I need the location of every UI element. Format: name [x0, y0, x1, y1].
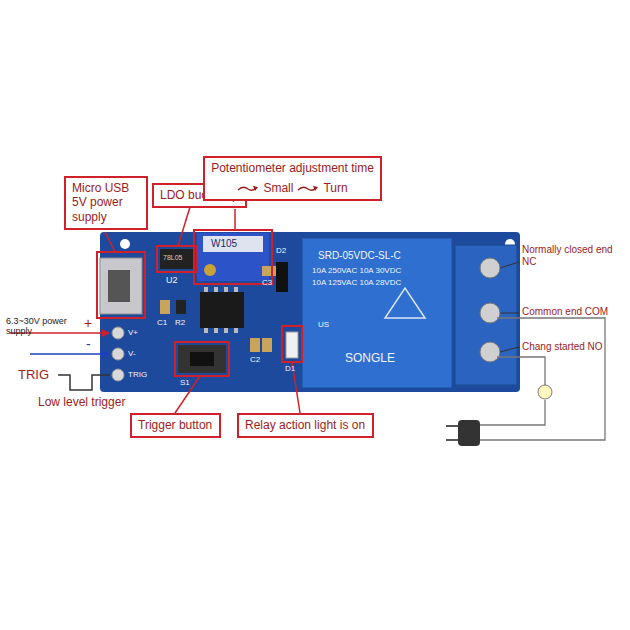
label-text: - — [86, 336, 91, 352]
potentiometer — [197, 233, 269, 281]
pin — [112, 327, 124, 339]
callout-text: Relay action light is on — [245, 418, 366, 432]
label-text: US — [318, 320, 329, 329]
relay-mark — [385, 288, 425, 318]
label-text: Low level trigger — [38, 396, 125, 410]
callout-box: Relay action light is on — [237, 413, 374, 438]
button-cap — [190, 352, 214, 366]
relay — [302, 238, 452, 388]
turn-arrow — [237, 184, 259, 194]
resistor — [176, 300, 186, 314]
pin — [112, 348, 124, 360]
ldo-chip — [160, 249, 194, 269]
trigger-wave — [58, 375, 110, 390]
label-text: R2 — [175, 318, 185, 327]
screw — [480, 258, 500, 278]
label-text: V- — [128, 349, 136, 358]
capacitor — [160, 300, 170, 314]
plug — [458, 420, 480, 446]
label-text: Common end COM — [522, 306, 628, 318]
ic-chip — [200, 292, 244, 328]
label-text: 6.3~30V power supply — [6, 316, 68, 337]
label-text: D2 — [276, 246, 286, 255]
callout-title: Potentiometer adjustment time — [211, 161, 374, 175]
callout-text: Micro USB 5V power supply — [72, 181, 140, 224]
label-text: U2 — [166, 275, 178, 285]
callout-box: Potentiometer adjustment timeSmall Turn — [203, 156, 382, 201]
capacitor — [262, 338, 272, 352]
capacitor — [250, 338, 260, 352]
pot-plate — [203, 236, 263, 252]
pot-screw — [204, 264, 216, 276]
label-text: + — [84, 315, 92, 331]
screw — [480, 303, 500, 323]
label-text: 10A 125VAC 10A 28VDC — [312, 278, 401, 287]
label-text: C1 — [157, 318, 167, 327]
label-text: C3 — [262, 278, 272, 287]
label-text: Chang started NO — [522, 341, 628, 353]
screw — [480, 342, 500, 362]
micro-usb — [100, 258, 142, 314]
label-text: S1 — [180, 378, 190, 387]
diode — [276, 262, 288, 292]
turn-word: Small — [263, 181, 293, 195]
callout-box: Micro USB 5V power supply — [64, 176, 148, 230]
label-text: C2 — [250, 355, 260, 364]
label-text: D1 — [285, 364, 295, 373]
turn-arrow — [297, 184, 319, 194]
mount-hole — [120, 239, 130, 249]
label-text: TRIG — [128, 370, 147, 379]
label-text: TRIG — [18, 368, 49, 383]
label-text: W105 — [211, 238, 237, 250]
label-text: SRD-05VDC-SL-C — [318, 250, 401, 262]
led — [286, 332, 298, 358]
turn-word: Turn — [323, 181, 347, 195]
capacitor — [262, 266, 276, 276]
trigger-button — [178, 345, 226, 373]
label-text: 10A 250VAC 10A 30VDC — [312, 266, 401, 275]
label-text: 78L05 — [163, 254, 182, 262]
turn-row: Small Turn — [211, 181, 374, 195]
lamp — [538, 385, 552, 399]
pin — [112, 369, 124, 381]
callout-box: Trigger button — [130, 413, 221, 438]
label-text: V+ — [128, 328, 138, 337]
callout-text: Trigger button — [138, 418, 213, 432]
label-text: SONGLE — [345, 352, 395, 366]
pcb — [100, 232, 520, 392]
label-text: Normally closed end NC — [522, 244, 628, 267]
usb-port — [108, 270, 130, 302]
